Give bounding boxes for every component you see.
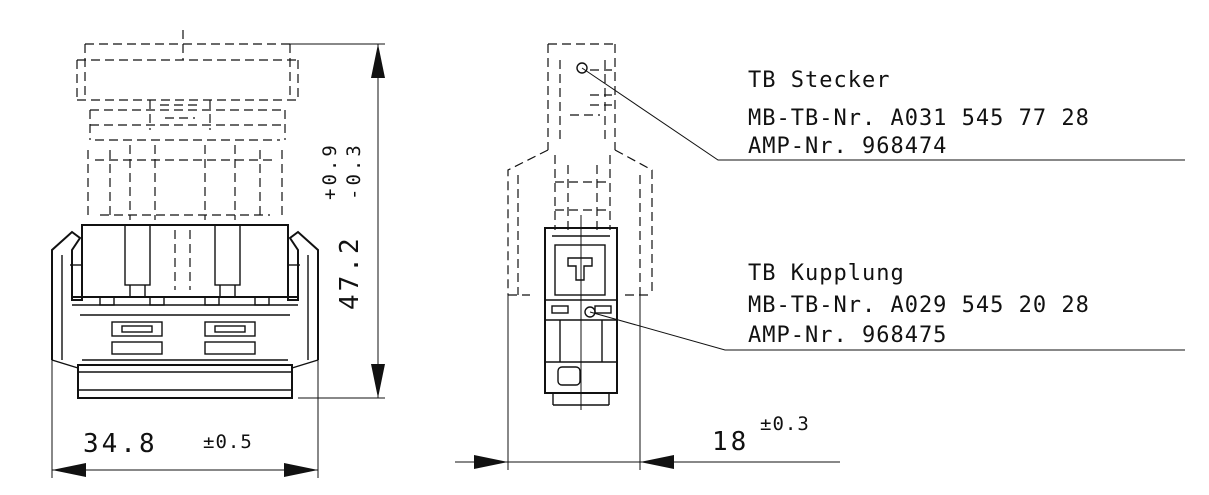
width-dimension: [51, 360, 319, 478]
front-view: 47.2 +0.9 -0.3 34.8 ±0.5: [51, 30, 385, 478]
side-view-kupplung: [544, 215, 618, 410]
side-view: 18 ±0.3: [455, 43, 1185, 470]
stecker-marker: [576, 62, 588, 74]
front-view-kupplung: [51, 224, 319, 399]
height-dimension-value: 47.2: [335, 235, 365, 310]
stecker-mb-number: MB-TB-Nr. A031 545 77 28: [748, 106, 1090, 131]
front-view-hidden-stecker: [76, 30, 299, 290]
depth-dimension-tolerance: ±0.3: [760, 413, 810, 435]
kupplung-mb-number: MB-TB-Nr. A029 545 20 28: [748, 293, 1090, 318]
kupplung-title: TB Kupplung: [748, 261, 905, 286]
side-view-hidden-stecker: [507, 43, 653, 296]
kupplung-amp-number: AMP-Nr. 968475: [748, 323, 947, 348]
height-dimension: [290, 43, 385, 399]
kupplung-marker: [584, 306, 596, 318]
stecker-amp-number: AMP-Nr. 968474: [748, 134, 947, 159]
stecker-title: TB Stecker: [748, 68, 890, 93]
depth-dimension: [455, 295, 840, 470]
depth-dimension-value: 18: [712, 427, 749, 457]
height-tolerance-minus: -0.3: [343, 142, 365, 200]
width-dimension-tolerance: ±0.5: [203, 431, 253, 453]
width-dimension-value: 34.8: [83, 429, 158, 459]
kupplung-leader-line: [589, 311, 1185, 351]
stecker-leader-line: [581, 67, 1185, 161]
height-tolerance-plus: +0.9: [319, 142, 341, 200]
